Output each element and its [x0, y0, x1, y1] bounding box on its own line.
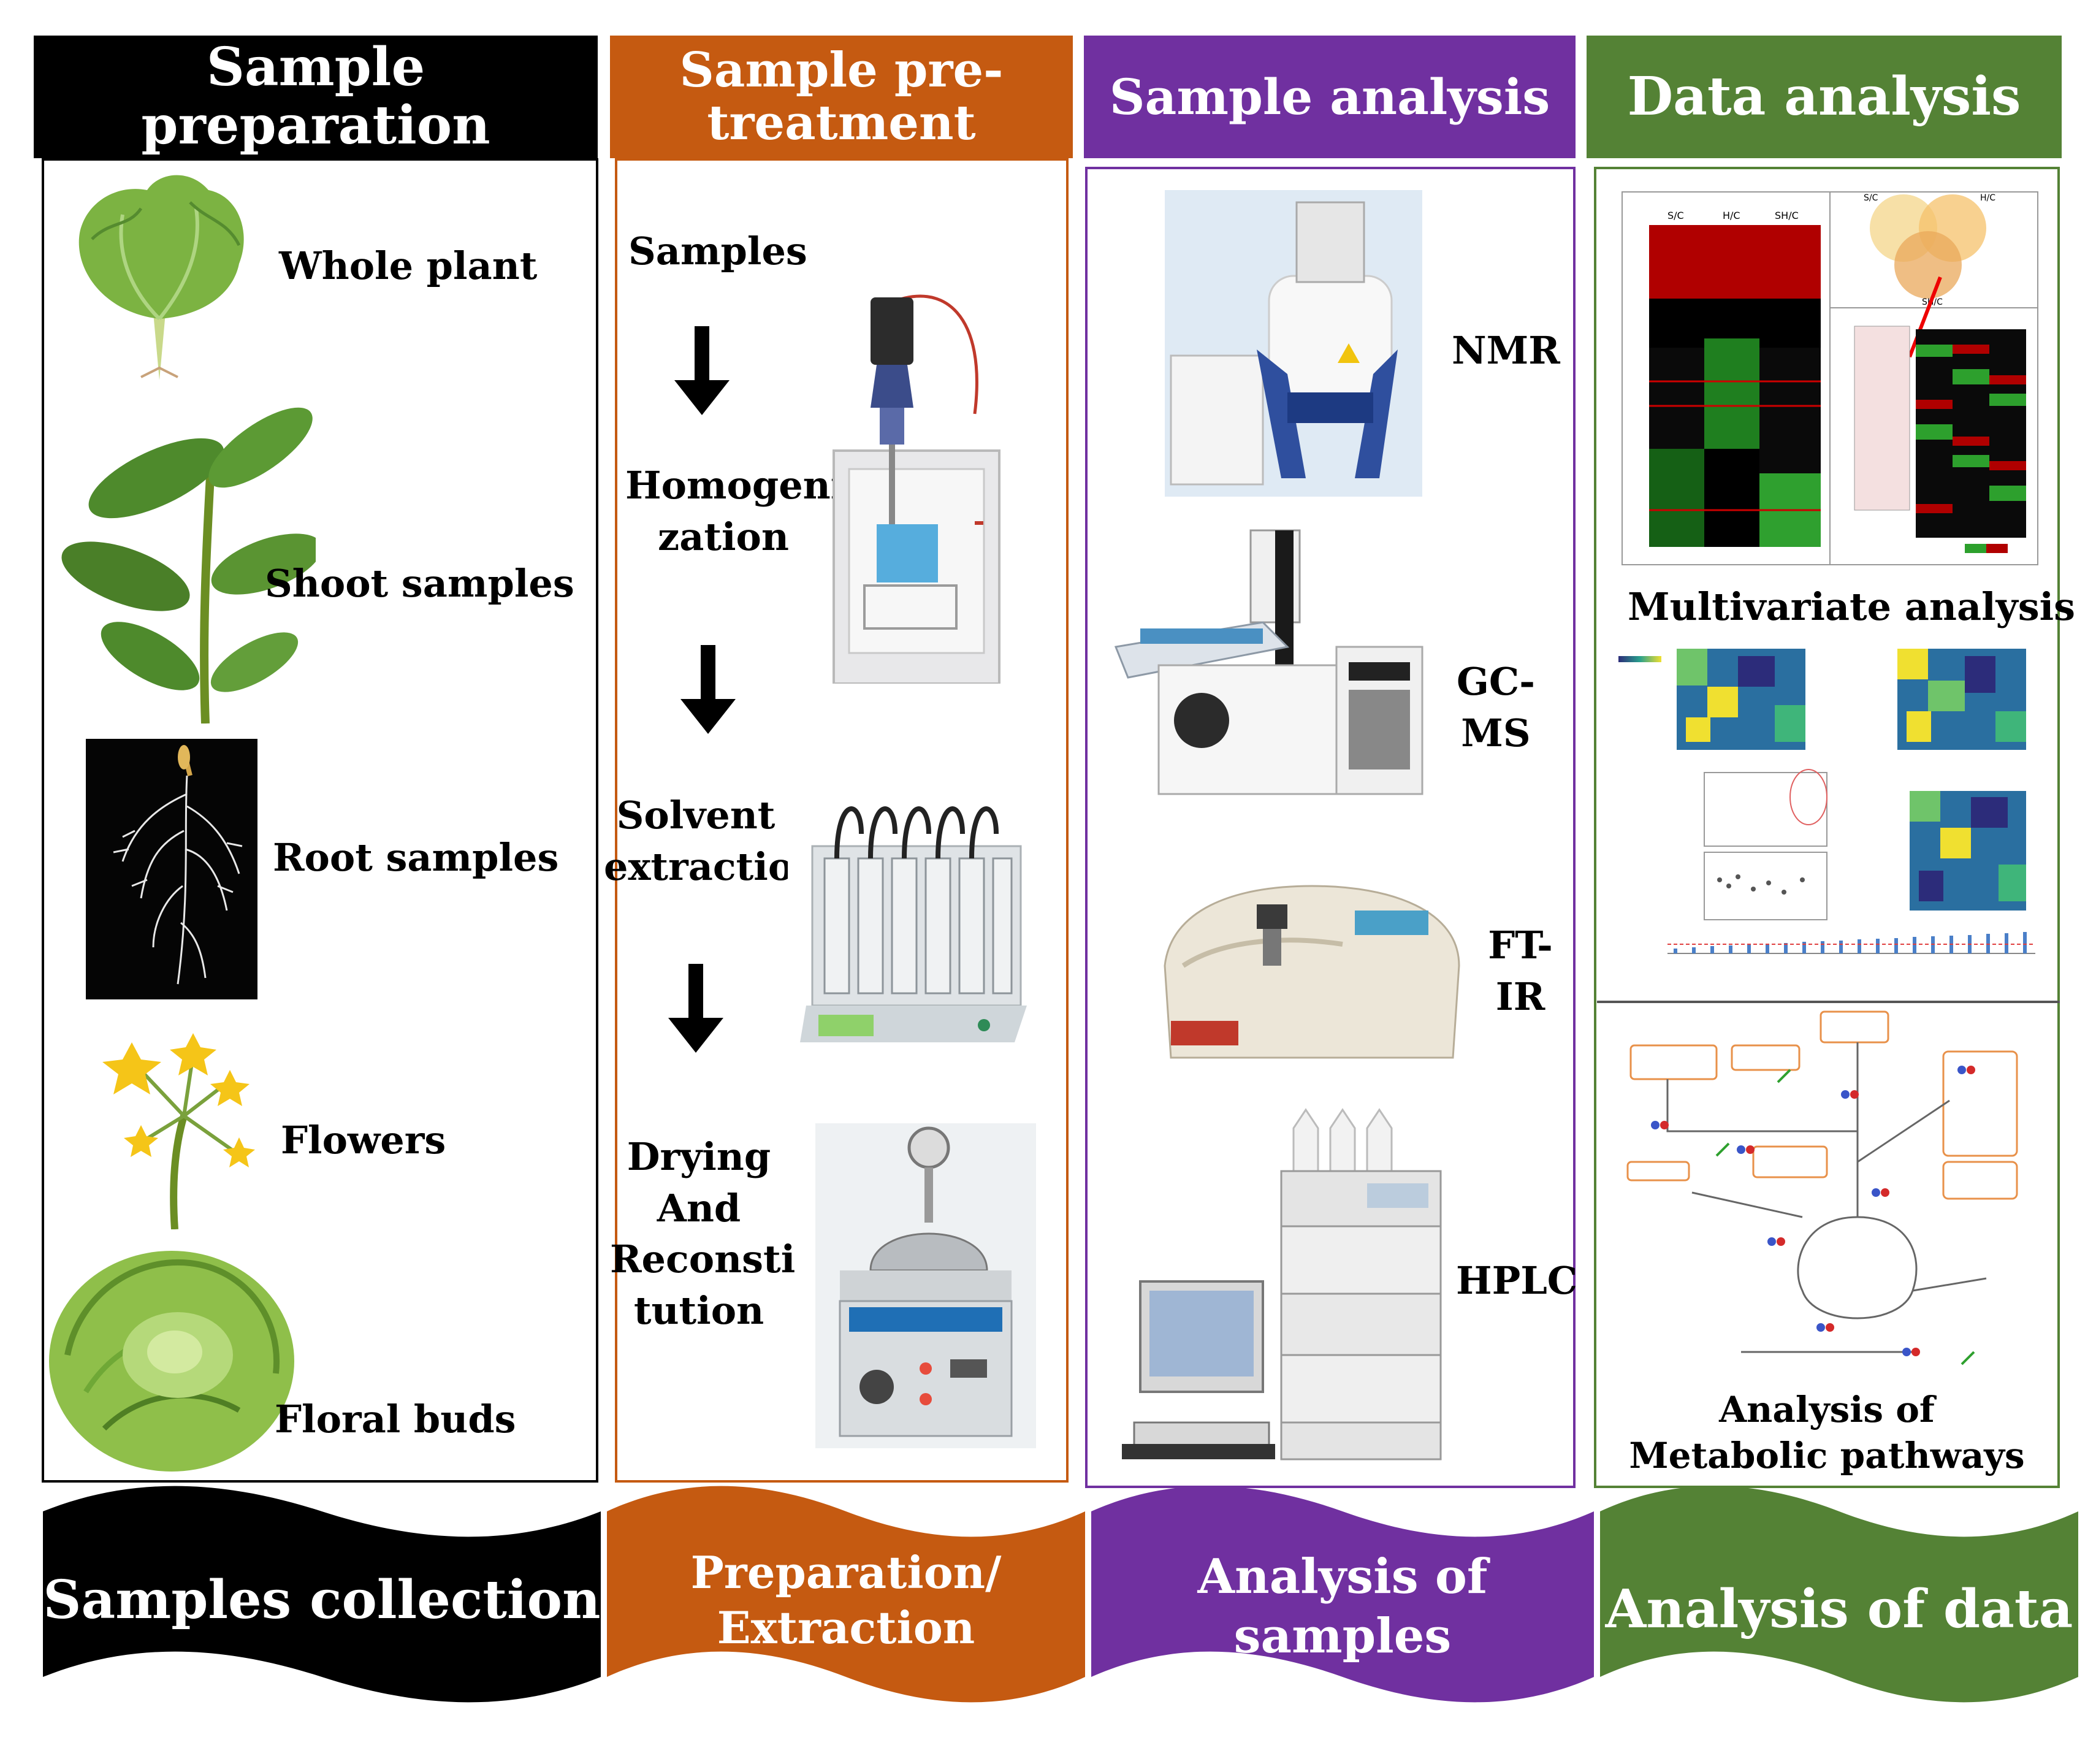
footer-samples-collection-text: Samples collection — [43, 1569, 601, 1632]
header-data-analysis-text: Data analysis — [1627, 65, 2021, 128]
evaporator-image — [815, 1123, 1036, 1448]
panel-sample-analysis — [1085, 167, 1576, 1488]
floral-buds-image — [49, 1251, 294, 1472]
footer-preparation-line2: Extraction — [717, 1602, 975, 1654]
header-sample-preparation-text: Sample preparation — [141, 36, 490, 156]
step-homogenization: Homogeni zation — [625, 460, 845, 562]
label-gcms-line1: GC- — [1456, 659, 1536, 704]
step-drying-line2: And — [657, 1185, 741, 1231]
label-whole-plant: Whole plant — [279, 243, 538, 288]
label-metabolic-pathways-line1: Analysis of — [1719, 1389, 1935, 1430]
step-solvent-line2: extraction — [604, 844, 788, 889]
label-multivariate-analysis: Multivariate analysis — [1628, 584, 2076, 629]
homogenizer-image — [833, 294, 1000, 684]
header-sample-preparation: Sample preparation — [34, 36, 598, 158]
hplc-instrument-image — [1122, 1108, 1442, 1460]
label-metabolic-pathways: Analysis of Metabolic pathways — [1594, 1387, 2060, 1480]
header-sample-analysis: Sample analysis — [1084, 36, 1576, 158]
header-data-analysis: Data analysis — [1587, 36, 2062, 158]
label-metabolic-pathways-line2: Metabolic pathways — [1629, 1435, 2025, 1477]
heatmap-col-label: H/C — [1723, 210, 1740, 221]
step-drying-line3: Reconsti — [610, 1237, 796, 1282]
ribbon-analysis-of-samples — [1091, 1486, 1594, 1703]
arrow-down-icon — [680, 645, 736, 734]
ribbon-samples-collection — [43, 1486, 601, 1703]
extractor-image — [800, 806, 1027, 1042]
ribbon-preparation-extraction — [607, 1486, 1085, 1703]
header-sample-analysis-text: Sample analysis — [1109, 68, 1550, 126]
arrow-down-icon — [674, 326, 730, 415]
footer-analysis-of-data-text: Analysis of data — [1605, 1578, 2073, 1641]
label-ftir-line1: FT- — [1488, 923, 1553, 968]
label-hplc: HPLC — [1456, 1258, 1578, 1303]
multivariate-figure — [1618, 649, 2035, 954]
step-drying-line4: tution — [633, 1288, 764, 1334]
ftir-instrument-image — [1164, 885, 1460, 1059]
ribbon-analysis-of-data — [1600, 1486, 2078, 1703]
gcms-instrument-image — [1114, 529, 1423, 795]
step-solvent-line1: Solvent — [616, 793, 776, 838]
heatmap-col-label: SH/C — [1775, 210, 1799, 221]
step-drying-reconstitution: Drying And Reconsti tution — [610, 1131, 796, 1337]
footer-analysis-of-samples: Analysis of samples — [1091, 1545, 1594, 1668]
data-panel-divider — [1597, 1001, 2060, 1003]
metabolic-pathway-figure — [1626, 1010, 2018, 1365]
footer-preparation-extraction: Preparation/ Extraction — [607, 1539, 1085, 1662]
header-sample-pretreatment-line1: Sample pre- — [679, 42, 1004, 99]
step-homogenization-line1: Homogeni — [625, 463, 845, 508]
lettuce-image — [78, 175, 244, 380]
label-shoot-samples: Shoot samples — [265, 561, 574, 606]
step-solvent-extraction: Solvent extraction — [604, 790, 788, 892]
footer-samples-collection: Samples collection — [43, 1539, 601, 1662]
header-sample-pretreatment: Sample pre- treatment — [610, 36, 1073, 158]
heatmap-venn-figure: S/C H/C SH/C S/C H/C SH/C — [1622, 191, 2038, 565]
step-samples: Samples — [628, 229, 807, 273]
panel-data-analysis — [1594, 167, 2060, 1488]
footer-preparation-line1: Preparation/ — [690, 1546, 1002, 1598]
step-homogenization-line2: zation — [657, 514, 789, 559]
label-gcms-line2: MS — [1461, 710, 1531, 755]
nmr-instrument-image — [1165, 190, 1422, 497]
flowers-image — [102, 1033, 255, 1229]
label-floral-buds: Floral buds — [275, 1397, 516, 1441]
label-ftir: FT- IR — [1471, 920, 1569, 1022]
heatmap-col-label: S/C — [1667, 210, 1684, 221]
footer-analysis-of-samples-text: Analysis of samples — [1197, 1548, 1488, 1665]
panel-sample-preparation — [42, 158, 598, 1483]
venn-label: S/C — [1864, 193, 1878, 203]
label-root-samples: Root samples — [273, 835, 559, 880]
label-flowers: Flowers — [281, 1118, 446, 1163]
arrow-down-icon — [668, 964, 723, 1053]
step-drying-line1: Drying — [627, 1134, 771, 1179]
venn-label: H/C — [1980, 193, 1995, 203]
panel-sample-pretreatment — [615, 158, 1069, 1483]
label-nmr: NMR — [1452, 328, 1560, 373]
label-ftir-line2: IR — [1495, 974, 1545, 1019]
root-image — [86, 739, 257, 999]
footer-analysis-of-data: Analysis of data — [1600, 1548, 2078, 1671]
header-sample-pretreatment-line2: treatment — [707, 95, 976, 151]
shoot-image — [61, 407, 316, 724]
label-gcms: GC- MS — [1441, 656, 1551, 758]
